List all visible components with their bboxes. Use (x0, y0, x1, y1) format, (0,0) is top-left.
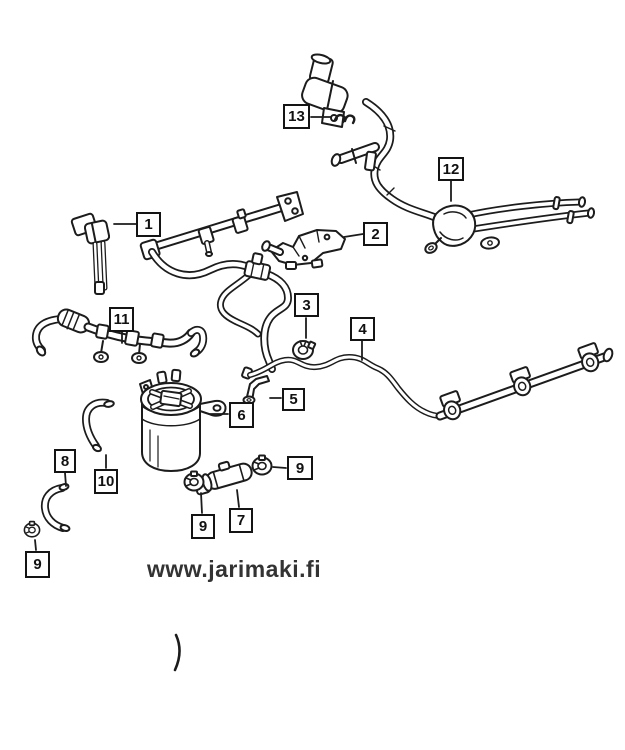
clamp-3-drawing (292, 340, 317, 360)
hose-clamp-small-drawing (23, 520, 41, 538)
callout-9-bottom-left[interactable]: 9 (25, 551, 50, 578)
callout-5-label: 5 (289, 391, 298, 408)
callout-13-label: 13 (288, 108, 305, 125)
elbow-hose-8-drawing (40, 483, 71, 532)
filter-canister-drawing (139, 368, 227, 472)
clip-13-drawing (333, 113, 356, 125)
callout-8-label: 8 (60, 452, 70, 470)
callout-4-label: 4 (358, 320, 367, 338)
crossover-tube-drawing (424, 196, 596, 254)
callout-3[interactable]: 3 (294, 293, 319, 317)
hose-clamp-center-drawing (183, 470, 205, 492)
pump-bracket-drawing (261, 229, 346, 270)
callout-1-label: 1 (144, 216, 153, 233)
top-sensor-tube-drawing (301, 53, 446, 227)
callout-6-label: 6 (237, 406, 246, 424)
callout-3-label: 3 (302, 296, 311, 314)
callout-12-label: 12 (442, 160, 460, 178)
hose-assembly-drawing (32, 308, 208, 364)
bracket-drawing (242, 375, 270, 405)
watermark-text: www.jarimaki.fi (147, 556, 322, 582)
elbow-hose-10-drawing (82, 398, 115, 453)
leader-lines (34, 116, 452, 551)
callout-8[interactable]: 8 (54, 449, 76, 473)
callout-9-right[interactable]: 9 (287, 456, 313, 480)
callout-2-label: 2 (371, 225, 380, 243)
callout-9-center-label: 9 (198, 518, 208, 535)
callout-5[interactable]: 5 (282, 388, 305, 411)
callout-9-right-label: 9 (295, 459, 305, 477)
callout-1[interactable]: 1 (136, 212, 161, 237)
partial-outline-drawing (173, 633, 181, 672)
pressure-sensor-drawing (70, 212, 111, 295)
callout-10-label: 10 (97, 473, 115, 490)
supply-hose-drawing (148, 248, 292, 373)
fuel-rail-drawing (139, 191, 304, 261)
callout-9-bottom-left-label: 9 (33, 556, 42, 573)
callout-7[interactable]: 7 (229, 508, 253, 533)
hose-clamp-right-drawing (251, 454, 273, 476)
callout-10[interactable]: 10 (94, 469, 118, 494)
callout-11-label: 11 (113, 311, 130, 328)
callout-7-label: 7 (236, 512, 246, 529)
callout-13[interactable]: 13 (283, 104, 310, 129)
callout-11[interactable]: 11 (109, 307, 134, 332)
callout-6[interactable]: 6 (229, 402, 254, 428)
callout-9-center[interactable]: 9 (191, 514, 215, 539)
callout-4[interactable]: 4 (350, 317, 375, 341)
fuel-line-drawing (241, 342, 614, 421)
callout-12[interactable]: 12 (438, 157, 464, 181)
callout-2[interactable]: 2 (363, 222, 388, 246)
